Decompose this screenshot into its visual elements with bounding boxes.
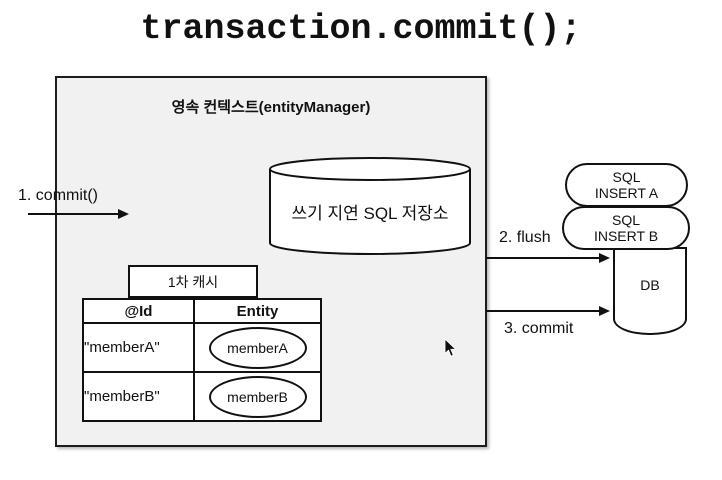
entity-ellipse: memberA (208, 326, 307, 369)
write-behind-sql-store: 쓰기 지연 SQL 저장소 (268, 155, 472, 259)
sql-insert-b-line1: SQL (611, 212, 640, 228)
sql-insert-a-line2: INSERT A (594, 185, 659, 201)
commit-db-arrow (486, 306, 610, 316)
cache-row-member-b: "memberB" memberB (82, 371, 322, 422)
mouse-cursor-icon (444, 338, 458, 358)
commit-db-step-label: 3. commit (504, 320, 574, 337)
flush-step-label: 2. flush (499, 229, 551, 246)
flush-arrow (486, 253, 610, 263)
write-behind-sql-store-label: 쓰기 지연 SQL 저장소 (291, 204, 449, 223)
cache-header-row: @Id Entity (82, 298, 322, 324)
id-cell: "memberB" (82, 371, 195, 422)
entity-ellipse: memberB (208, 375, 307, 418)
id-cell: "memberA" (82, 322, 195, 373)
db-label: DB (640, 277, 660, 293)
sql-insert-b-box: SQL INSERT B (562, 206, 690, 250)
transaction-commit-title: transaction.commit(); (140, 9, 582, 49)
commit-step-label: 1. commit() (18, 187, 98, 204)
entity-column-header: Entity (193, 298, 322, 324)
persistence-context-label: 영속 컨텍스트(entityManager) (171, 99, 371, 116)
sql-insert-b-line2: INSERT B (593, 228, 659, 244)
db-cylinder: DB (613, 247, 687, 335)
cylinder-shape-icon (269, 157, 471, 255)
entity-cell: memberA (193, 322, 322, 373)
sql-insert-a-line1: SQL (612, 169, 641, 185)
id-column-header: @Id (82, 298, 195, 324)
first-level-cache-table: @Id Entity "memberA" memberA "memberB" m… (82, 298, 322, 422)
cache-row-member-a: "memberA" memberA (82, 322, 322, 373)
first-level-cache-label-box: 1차 캐시 (128, 265, 258, 298)
sql-insert-a-box: SQL INSERT A (565, 163, 688, 207)
commit-arrow (28, 209, 129, 219)
entity-cell: memberB (193, 371, 322, 422)
first-level-cache: @Id Entity "memberA" memberA "memberB" m… (82, 298, 322, 422)
